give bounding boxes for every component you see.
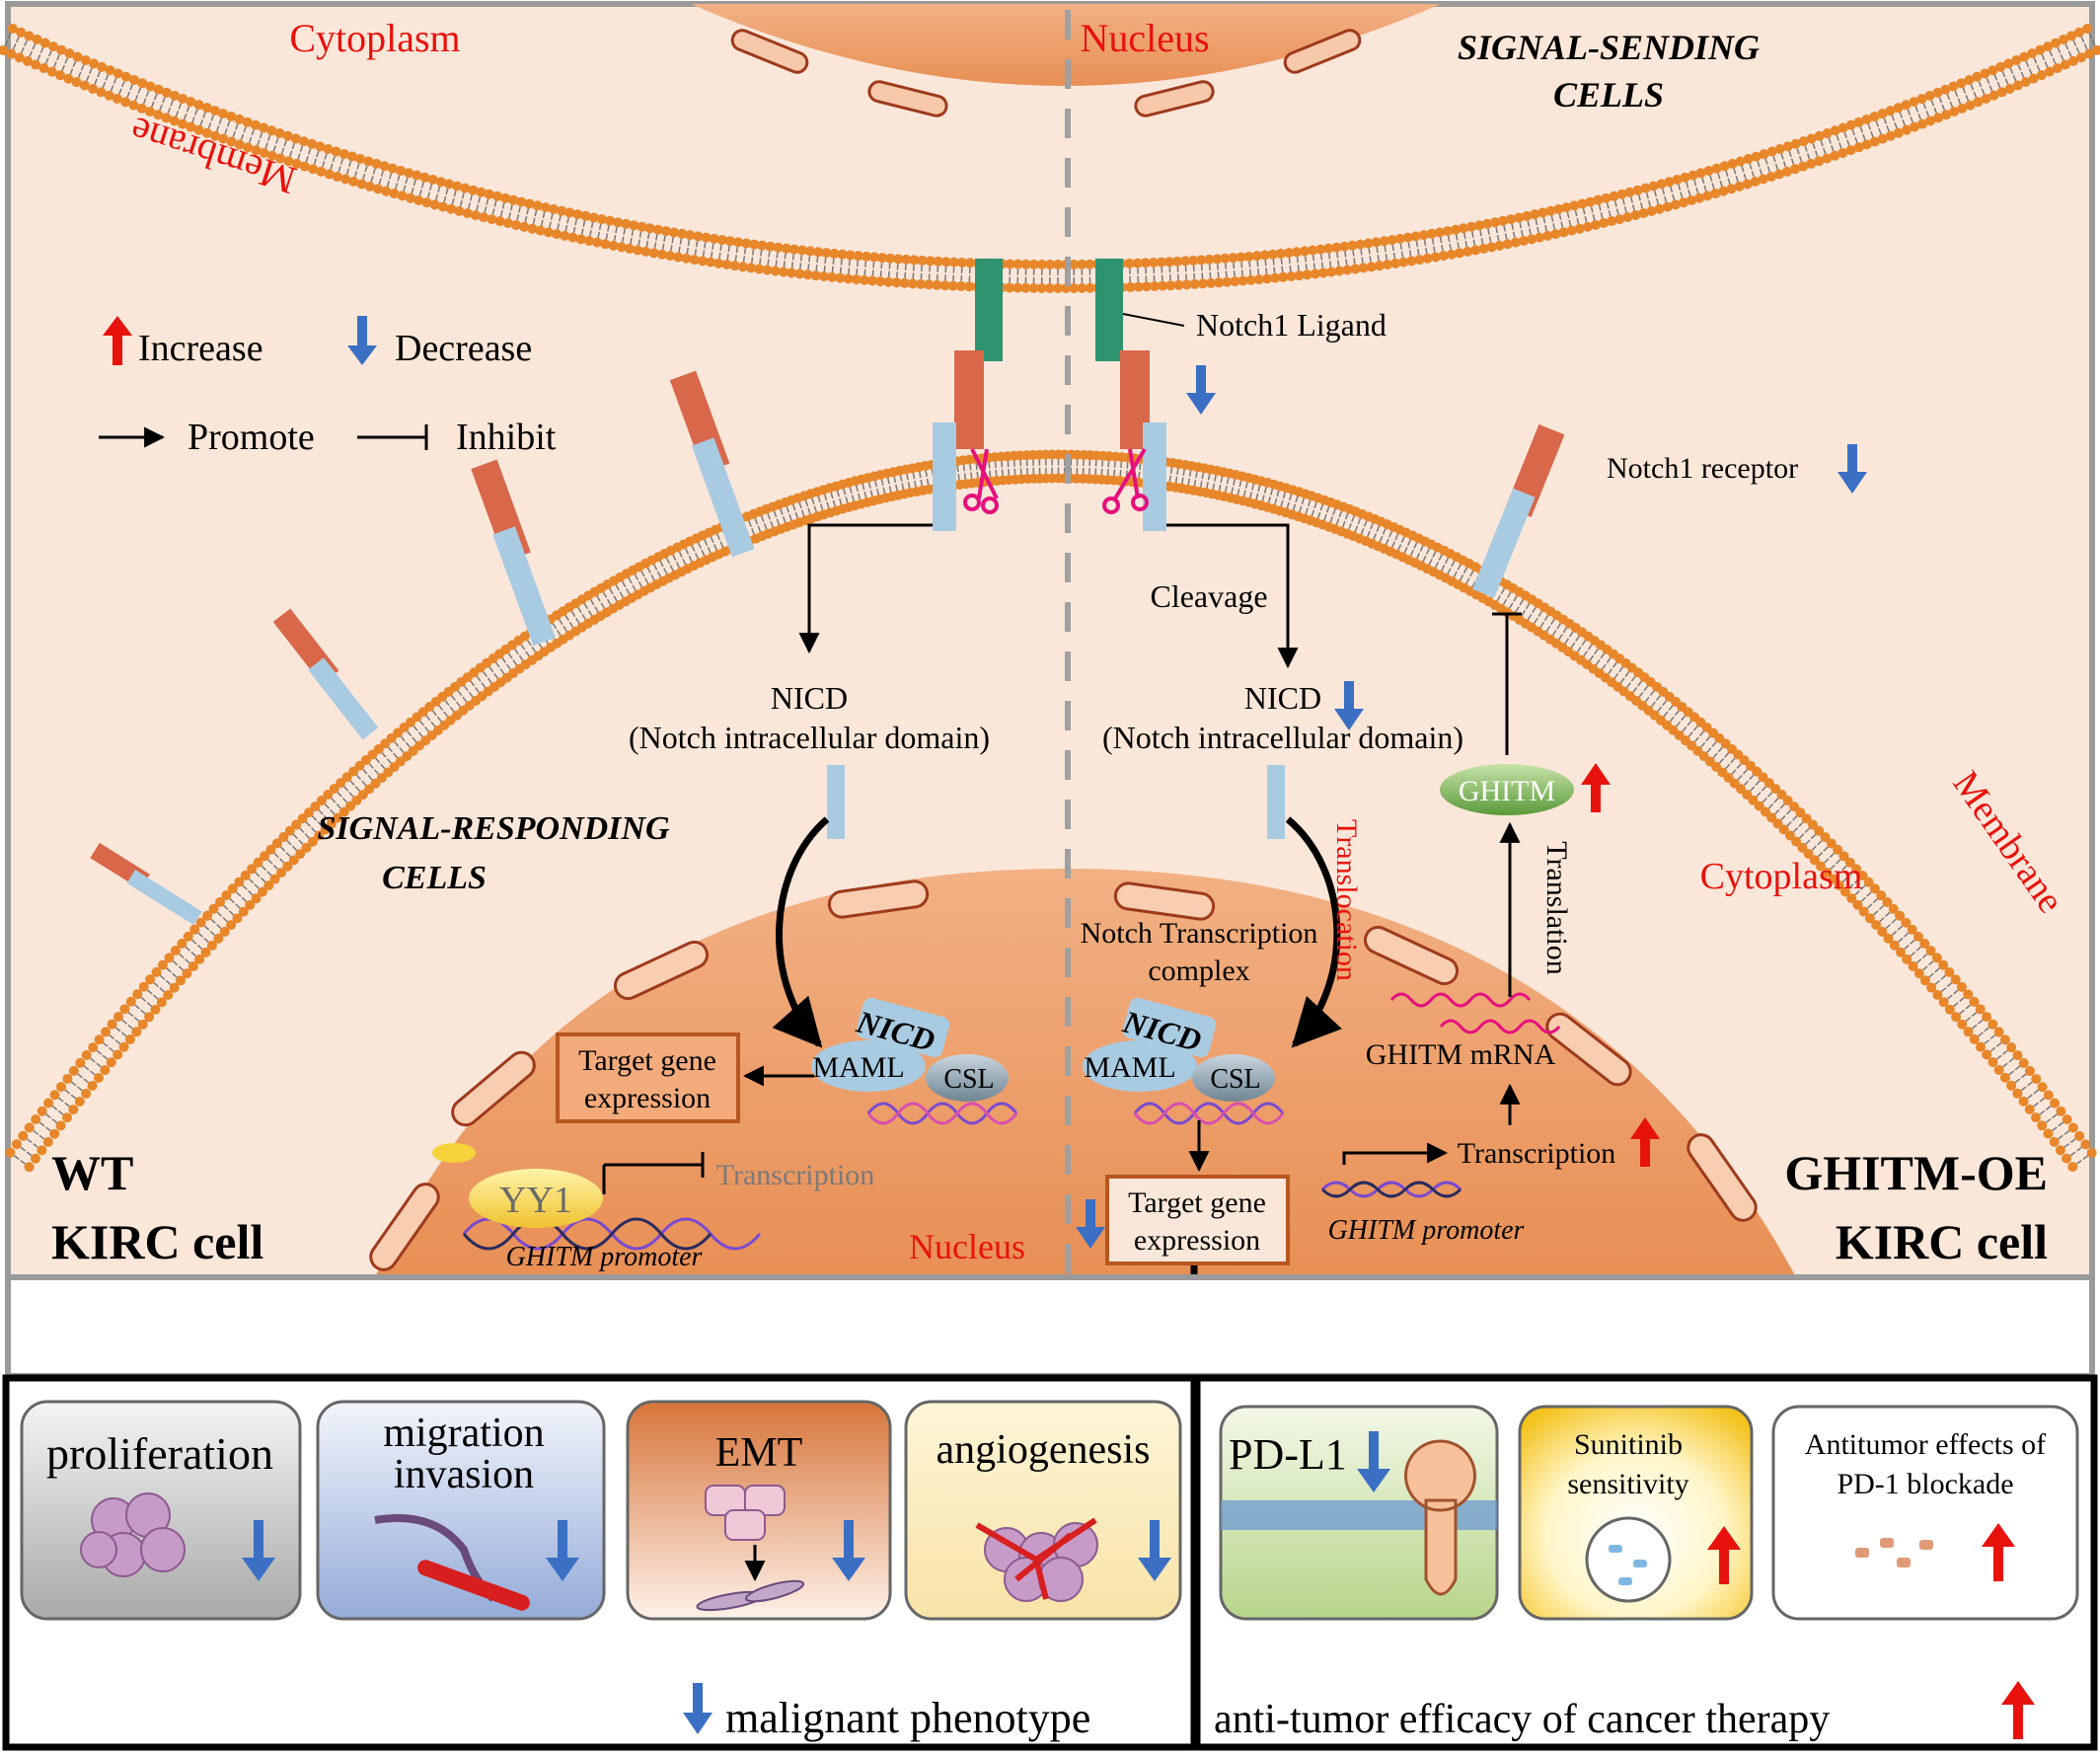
oe-nicd-label: NICD [1244,680,1321,716]
emt-box: EMT [628,1402,890,1619]
wt-transcription-label: Transcription [716,1159,875,1191]
angiogenesis-box: angiogenesis [906,1402,1180,1619]
wt-maml-label: MAML [812,1051,904,1084]
therapy-efficacy-label: anti-tumor efficacy of cancer therapy [1214,1697,1830,1742]
yy1-label: YY1 [499,1180,572,1221]
signal-sending-label-2: CELLS [1553,75,1664,115]
migration-label: migration [383,1411,544,1456]
wt-ghitm-promoter-label: GHITM promoter [506,1242,703,1272]
sunitinib-label-2: sensitivity [1567,1468,1688,1500]
translocation-label: Translocation [1330,819,1363,981]
invasion-label: invasion [394,1452,534,1497]
wt-nicd-label: NICD [771,680,848,716]
oe-target-gene-label: Target gene [1128,1186,1266,1219]
proliferation-box: proliferation [22,1402,300,1619]
nucleus-label: Nucleus [909,1227,1025,1266]
emt-label: EMT [715,1430,803,1476]
oe-maml-label: MAML [1084,1051,1175,1084]
notch1-ligand-label: Notch1 Ligand [1196,307,1387,343]
wt-nicd-full-label: (Notch intracellular domain) [629,720,990,755]
legend-increase: Increase [138,328,263,369]
wt-cell-label: WT [51,1145,133,1200]
wt-csl-label: CSL [943,1064,994,1095]
right-cytoplasm-label: Cytoplasm [1700,856,1863,897]
cleavage-label: Cleavage [1150,578,1267,614]
notch-tc-label: Notch Transcription [1081,917,1318,950]
wt-target-gene-label: Target gene [578,1044,716,1077]
pdl1-box: PD-L1 [1221,1407,1497,1619]
pill-bowl-icon [1587,1518,1670,1601]
oe-nicd-full-label: (Notch intracellular domain) [1102,720,1463,755]
sunitinib-label: Sunitinib [1574,1428,1683,1461]
signal-responding-label: SIGNAL-RESPONDING [317,810,669,847]
signal-responding-label-2: CELLS [382,860,487,896]
legend-decrease: Decrease [395,328,532,369]
wt-target-gene-label-2: expression [584,1082,711,1114]
oe-transcription-label: Transcription [1458,1137,1616,1170]
oe-ghitm-promoter-label: GHITM promoter [1328,1215,1525,1246]
signal-sending-label: SIGNAL-SENDING [1458,28,1760,67]
pd1-blockade-box: Antitumor effects of PD-1 blockade [1773,1407,2077,1619]
migration-invasion-box: migration invasion [318,1402,604,1619]
legend-promote: Promote [188,417,315,458]
ghitm-label: GHITM [1459,775,1555,807]
malignant-phenotype-label: malignant phenotype [725,1694,1090,1742]
oe-target-gene-label-2: expression [1134,1224,1260,1257]
notch1-receptor-label: Notch1 receptor [1607,452,1798,485]
antitumor-label: Antitumor effects of [1805,1428,2046,1461]
antitumor-label-2: PD-1 blockade [1837,1468,2013,1500]
oe-nicd-fragment [1267,765,1285,839]
wt-cell-label-2: KIRC cell [51,1214,263,1269]
top-nucleus-label: Nucleus [1080,16,1209,60]
pdl1-label: PD-L1 [1229,1430,1347,1479]
wt-nicd-fragment [827,765,845,839]
angiogenesis-label: angiogenesis [937,1427,1151,1473]
oe-csl-label: CSL [1210,1064,1260,1095]
ghitm-mrna-label: GHITM mRNA [1366,1038,1556,1071]
proliferation-label: proliferation [46,1428,273,1479]
oe-cell-label: GHITM-OE [1784,1145,2048,1200]
oe-cell-label-2: KIRC cell [1836,1214,2048,1269]
notch-tc-label-2: complex [1148,955,1249,987]
legend-inhibit: Inhibit [456,417,557,458]
sunitinib-box: Sunitinib sensitivity [1520,1407,1752,1619]
translation-label: Translation [1540,841,1573,975]
top-cytoplasm-label: Cytoplasm [289,16,460,60]
